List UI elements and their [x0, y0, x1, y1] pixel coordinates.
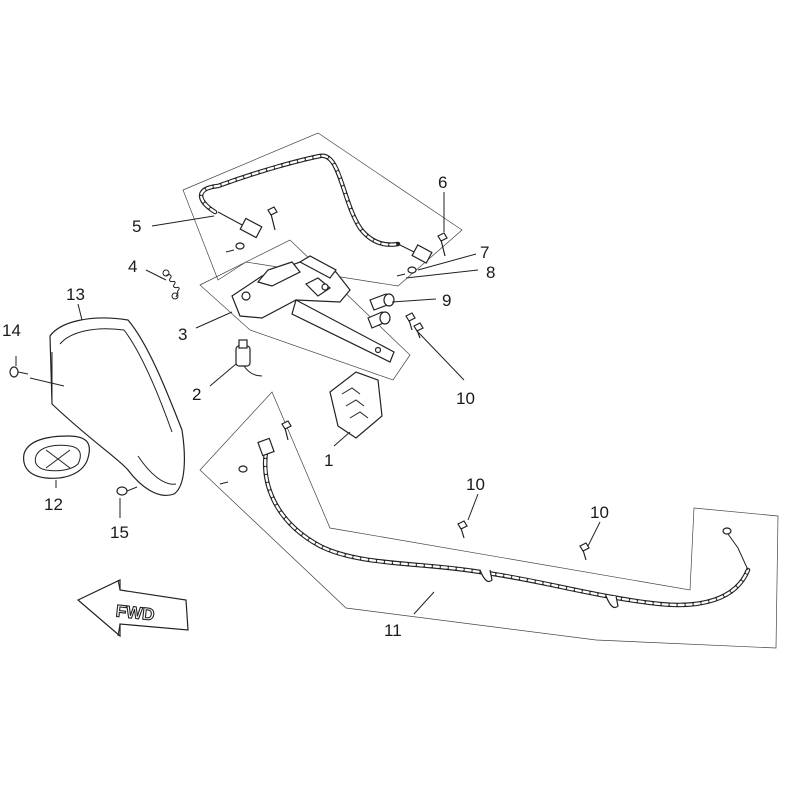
floor-cover[interactable]: [49, 317, 185, 496]
callout-c2: 2: [192, 385, 201, 404]
lower-cable-group-outline: [199, 391, 779, 649]
grommet[interactable]: [23, 435, 90, 479]
callout-c5: 5: [132, 217, 141, 236]
screw-14[interactable]: [9, 366, 29, 378]
bracket-screws[interactable]: [405, 312, 424, 339]
callout-c13: 13: [66, 285, 85, 304]
callout-c15: 15: [110, 523, 129, 542]
bracket-group-outline: [199, 239, 411, 381]
callout-c10a: 10: [456, 389, 475, 408]
callout-c12: 12: [44, 495, 63, 514]
lower-cable[interactable]: [219, 420, 751, 609]
mounting-bolts[interactable]: [367, 293, 395, 329]
callout-c14: 14: [2, 321, 21, 340]
screw-15[interactable]: [116, 486, 138, 496]
leader-lines: [15, 192, 601, 615]
callout-c10c: 10: [590, 503, 609, 522]
pedal-bracket[interactable]: [231, 255, 395, 363]
upper-cable-group-outline: [182, 132, 463, 287]
return-spring[interactable]: [162, 269, 180, 300]
pedal-pad[interactable]: [329, 371, 383, 439]
callout-c9: 9: [442, 291, 451, 310]
fwd-label: FWD: [115, 601, 155, 624]
callout-c3: 3: [178, 325, 187, 344]
forward-direction-arrow: FWD: [76, 579, 189, 638]
callout-c6: 6: [438, 173, 447, 192]
callout-c8: 8: [486, 263, 495, 282]
callout-c11: 11: [384, 621, 402, 640]
brake-switch[interactable]: [235, 339, 263, 377]
callout-c7: 7: [480, 243, 489, 262]
callout-c1: 1: [324, 451, 333, 470]
callout-c10b: 10: [466, 475, 485, 494]
callout-c4: 4: [128, 257, 137, 276]
upper-cable[interactable]: [198, 153, 448, 277]
